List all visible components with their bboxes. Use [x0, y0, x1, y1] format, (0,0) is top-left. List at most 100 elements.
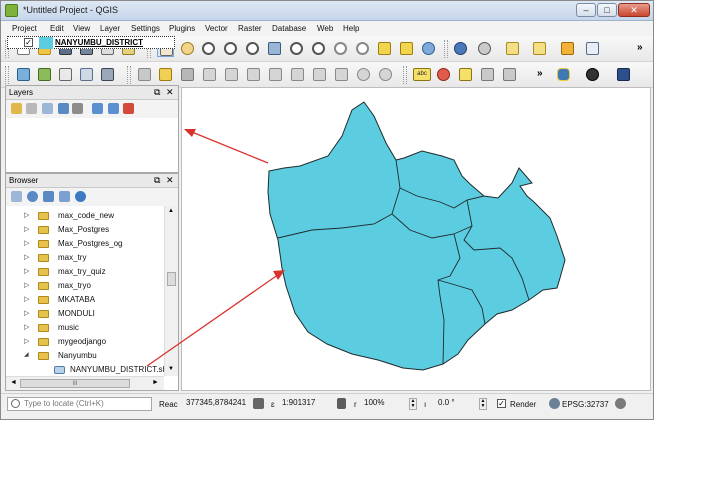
- current-edits-button[interactable]: [136, 66, 153, 83]
- float-panel-button[interactable]: ⧉: [154, 175, 161, 185]
- zoom-actual-button[interactable]: [244, 40, 261, 57]
- move-label-button[interactable]: [479, 66, 496, 83]
- toolbar-overflow-button[interactable]: »: [537, 68, 543, 79]
- label-tool-button[interactable]: abc: [411, 66, 433, 83]
- add-feature-button[interactable]: [201, 66, 218, 83]
- browser-item[interactable]: ▷ MKATABA: [6, 293, 166, 307]
- browser-item[interactable]: ▷ MONDULI: [6, 307, 166, 321]
- browser-item[interactable]: ▷ Max_Postgres: [6, 223, 166, 237]
- style-icon[interactable]: [11, 103, 22, 114]
- collapse-arrow-icon[interactable]: ◢: [24, 352, 29, 358]
- refresh-icon[interactable]: [27, 191, 38, 202]
- browser-item[interactable]: ▷ Max_Postgres_og: [6, 237, 166, 251]
- expand-arrow-icon[interactable]: ▷: [24, 324, 30, 331]
- layer-row[interactable]: ✓ NANYUMBU_DISTRICT: [7, 36, 175, 49]
- cut-features-button[interactable]: [289, 66, 306, 83]
- expand-arrow-icon[interactable]: ▷: [24, 254, 30, 261]
- redo-button[interactable]: [377, 66, 394, 83]
- collapse-all-icon[interactable]: [108, 103, 119, 114]
- minimize-button[interactable]: –: [576, 3, 596, 17]
- menu-plugins[interactable]: Plugins: [169, 24, 196, 33]
- expression-filter-icon[interactable]: [72, 103, 83, 114]
- add-raster-layer-button[interactable]: [36, 66, 53, 83]
- toolbar-grip[interactable]: [127, 66, 131, 84]
- menu-vector[interactable]: Vector: [205, 24, 228, 33]
- add-postgis-layer-button[interactable]: [57, 66, 74, 83]
- toolbar-grip[interactable]: [5, 66, 9, 84]
- menu-view[interactable]: View: [73, 24, 91, 33]
- browser-item[interactable]: ▷ mygeodjango: [6, 335, 166, 349]
- save-edits-button[interactable]: [179, 66, 196, 83]
- magnifier-field[interactable]: 100%: [364, 398, 385, 407]
- add-group-icon[interactable]: [26, 103, 37, 114]
- scroll-up-arrow-icon[interactable]: ▲: [168, 208, 174, 214]
- menu-layer[interactable]: Layer: [100, 24, 121, 33]
- rotation-spinner[interactable]: ▲▼: [479, 398, 487, 410]
- attribute-table-button[interactable]: [559, 40, 576, 57]
- collapse-icon[interactable]: [59, 191, 70, 202]
- close-panel-button[interactable]: ✕: [166, 87, 174, 97]
- browser-item[interactable]: ▷ music: [6, 321, 166, 335]
- delete-selected-button[interactable]: [267, 66, 284, 83]
- identify-button[interactable]: [452, 40, 469, 57]
- scroll-thumb[interactable]: [167, 272, 176, 286]
- copy-features-button[interactable]: [311, 66, 328, 83]
- browser-item[interactable]: ▷ max_try_quiz: [6, 265, 166, 279]
- close-panel-button[interactable]: ✕: [166, 175, 174, 185]
- toolbar-grip[interactable]: [403, 66, 407, 84]
- zoom-to-selection-button[interactable]: [288, 40, 305, 57]
- menu-raster[interactable]: Raster: [238, 24, 262, 33]
- messages-icon[interactable]: [615, 398, 626, 409]
- manage-visibility-icon[interactable]: [42, 103, 53, 114]
- toggle-extents-icon[interactable]: [253, 398, 264, 409]
- zoom-full-button[interactable]: [266, 40, 283, 57]
- coordinate-field[interactable]: 377345,8784241: [186, 398, 247, 407]
- add-vector-layer-button[interactable]: [15, 66, 32, 83]
- browser-horizontal-scrollbar[interactable]: ◄ III ►: [6, 376, 164, 390]
- render-checkbox[interactable]: ✓: [497, 399, 506, 408]
- expand-arrow-icon[interactable]: ▷: [24, 338, 30, 345]
- expand-arrow-icon[interactable]: ▷: [24, 282, 30, 289]
- maximize-button[interactable]: □: [597, 3, 617, 17]
- add-layer-icon[interactable]: [11, 191, 22, 202]
- expand-arrow-icon[interactable]: ▷: [24, 212, 30, 219]
- map-canvas[interactable]: [181, 87, 651, 391]
- rotate-label-button[interactable]: [501, 66, 518, 83]
- help-button[interactable]: [615, 66, 632, 83]
- rotation-field[interactable]: 0.0 °: [438, 398, 455, 407]
- zoom-out-button[interactable]: [222, 40, 239, 57]
- refresh-button[interactable]: [420, 40, 437, 57]
- zoom-to-layer-button[interactable]: [310, 40, 327, 57]
- menu-edit[interactable]: Edit: [50, 24, 64, 33]
- expand-all-icon[interactable]: [92, 103, 103, 114]
- locator-search-input[interactable]: Type to locate (Ctrl+K): [7, 397, 152, 411]
- remove-layer-icon[interactable]: [123, 103, 134, 114]
- shapefile-item[interactable]: NANYUMBU_DISTRICT.shp: [6, 363, 171, 377]
- highlight-labels-button[interactable]: [457, 66, 474, 83]
- scroll-down-arrow-icon[interactable]: ▼: [168, 366, 174, 372]
- expand-arrow-icon[interactable]: ▷: [24, 296, 30, 303]
- browser-item[interactable]: ▷ max_tryo: [6, 279, 166, 293]
- expand-arrow-icon[interactable]: ▷: [24, 268, 30, 275]
- zoom-next-button[interactable]: [354, 40, 371, 57]
- toolbar-grip[interactable]: [147, 40, 151, 58]
- magnifier-spinner[interactable]: ▲▼: [409, 398, 417, 410]
- layer-visibility-checkbox[interactable]: ✓: [24, 38, 33, 47]
- browser-item[interactable]: ▷ max_try: [6, 251, 166, 265]
- browser-item[interactable]: ▷ max_code_new: [6, 209, 166, 223]
- properties-icon[interactable]: [75, 191, 86, 202]
- pan-to-selection-button[interactable]: [179, 40, 196, 57]
- zoom-in-button[interactable]: [200, 40, 217, 57]
- add-spatialite-button[interactable]: [99, 66, 116, 83]
- scroll-thumb[interactable]: III: [20, 379, 130, 388]
- crs-status[interactable]: EPSG:32737: [562, 400, 609, 409]
- python-console-button[interactable]: [555, 66, 572, 83]
- menu-help[interactable]: Help: [343, 24, 360, 33]
- menu-web[interactable]: Web: [317, 24, 334, 33]
- expand-arrow-icon[interactable]: ▷: [24, 310, 30, 317]
- menu-database[interactable]: Database: [272, 24, 307, 33]
- undo-button[interactable]: [355, 66, 372, 83]
- select-features-button[interactable]: [504, 40, 521, 57]
- expand-arrow-icon[interactable]: ▷: [24, 226, 30, 233]
- menu-project[interactable]: Project: [12, 24, 37, 33]
